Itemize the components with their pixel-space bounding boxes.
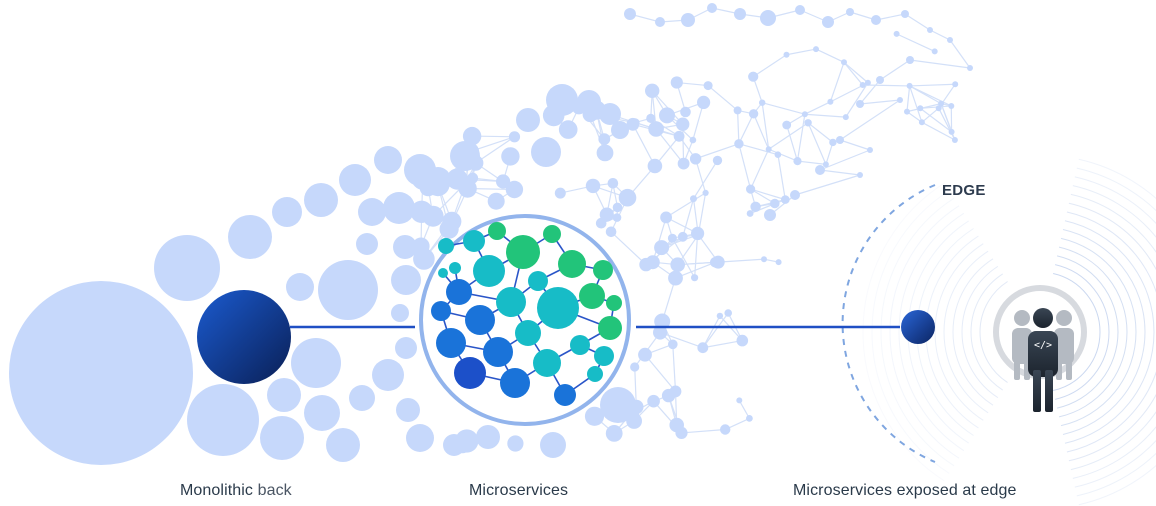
caption-monolithic: Monolithic back [180,482,292,500]
caption-microservices: Microservices [469,482,569,499]
edge-node-icon [901,310,935,344]
caption-monolithic-accent: back [257,482,292,499]
edge-label: EDGE [942,182,986,199]
microservice-bubbles [9,3,973,465]
monolith-sphere-icon [197,290,291,384]
developer-group-icon: </> [993,285,1087,412]
edge-boundary-arc [841,184,936,463]
developer-code-badge: </> [1034,340,1052,351]
microservice-mesh-icon [419,214,631,426]
edge-signal-rings [862,158,1156,506]
caption-monolithic-main: Monolithic [180,482,258,499]
caption-exposed-at-edge: Microservices exposed at edge [793,482,1017,499]
